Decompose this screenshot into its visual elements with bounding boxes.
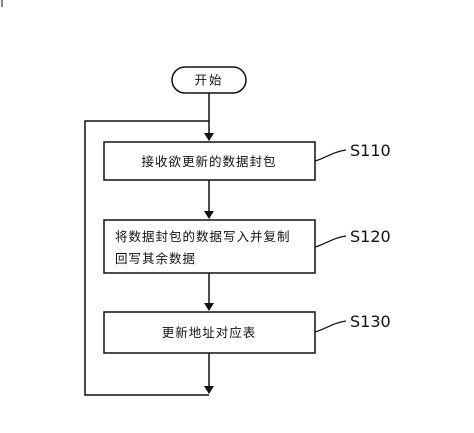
- step-s130-id: S130: [350, 312, 391, 331]
- start-label: 开始: [194, 73, 223, 88]
- step-s110-leader: [314, 149, 347, 162]
- step-s120-id: S120: [350, 227, 391, 246]
- step-s120-text-line-1: 将数据封包的数据写入并复制: [115, 229, 291, 244]
- step-s120-text-line-2: 回写其余数据: [115, 251, 196, 266]
- step-box-s110: [103, 141, 316, 181]
- step-s110-text-line-1: 接收欲更新的数据封包: [141, 154, 276, 169]
- step-box-s130: [103, 311, 316, 354]
- step-s120-leader: [314, 235, 347, 248]
- loop-back-line: [84, 120, 209, 396]
- step-s130-leader: [314, 320, 347, 333]
- step-s110-id: S110: [350, 141, 391, 160]
- step-s130-text-line-1: 更新地址对应表: [162, 325, 257, 340]
